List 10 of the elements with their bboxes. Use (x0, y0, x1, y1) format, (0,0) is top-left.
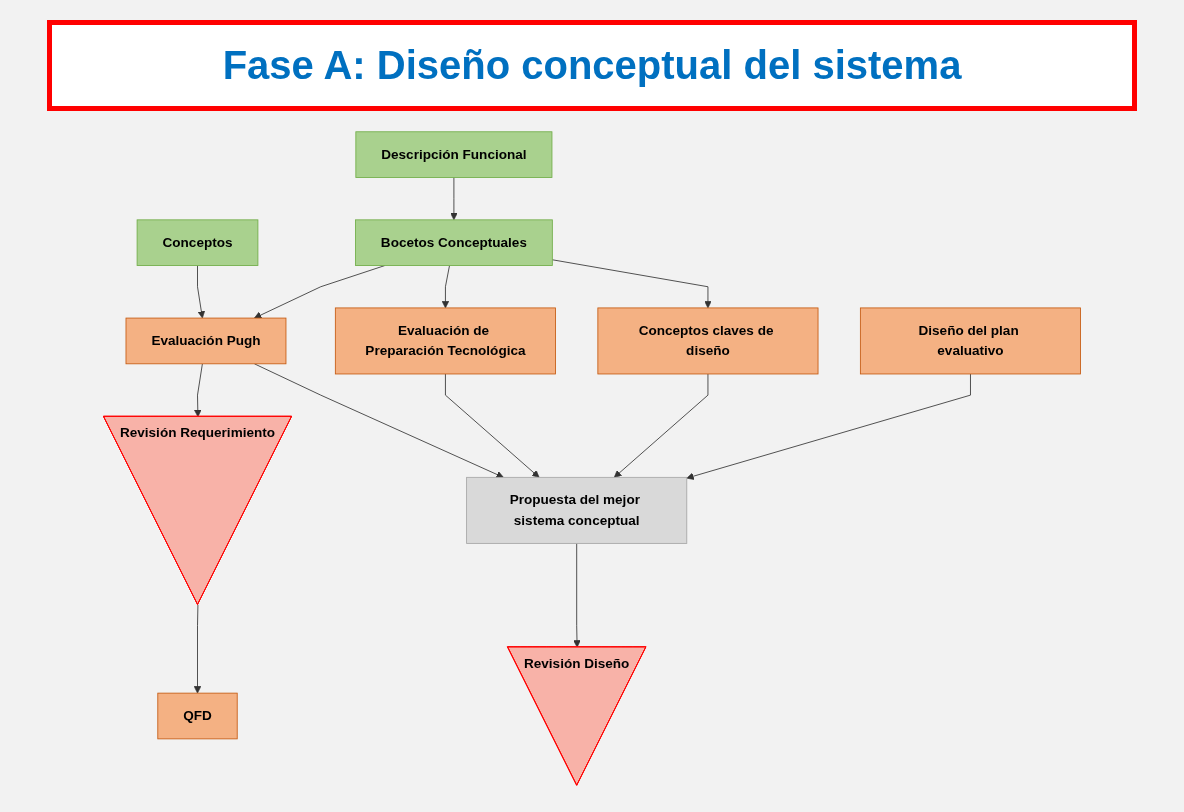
node-box: Evaluación de Preparación Tecnológica (334, 307, 556, 375)
node-box: Descripción Funcional (355, 131, 553, 178)
node-box: Diseño del plan evaluativo (859, 307, 1081, 375)
node-box: Bocetos Conceptuales (355, 219, 553, 266)
node-box: Propuesta del mejor sistema conceptual (466, 476, 688, 544)
node-box: Conceptos claves de diseño (597, 307, 819, 375)
title: Fase A: Diseño conceptual del sistema (47, 20, 1137, 111)
node-box: Evaluación Pugh (125, 317, 287, 365)
node-box: Conceptos (136, 219, 259, 266)
node-box: QFD (157, 692, 238, 740)
